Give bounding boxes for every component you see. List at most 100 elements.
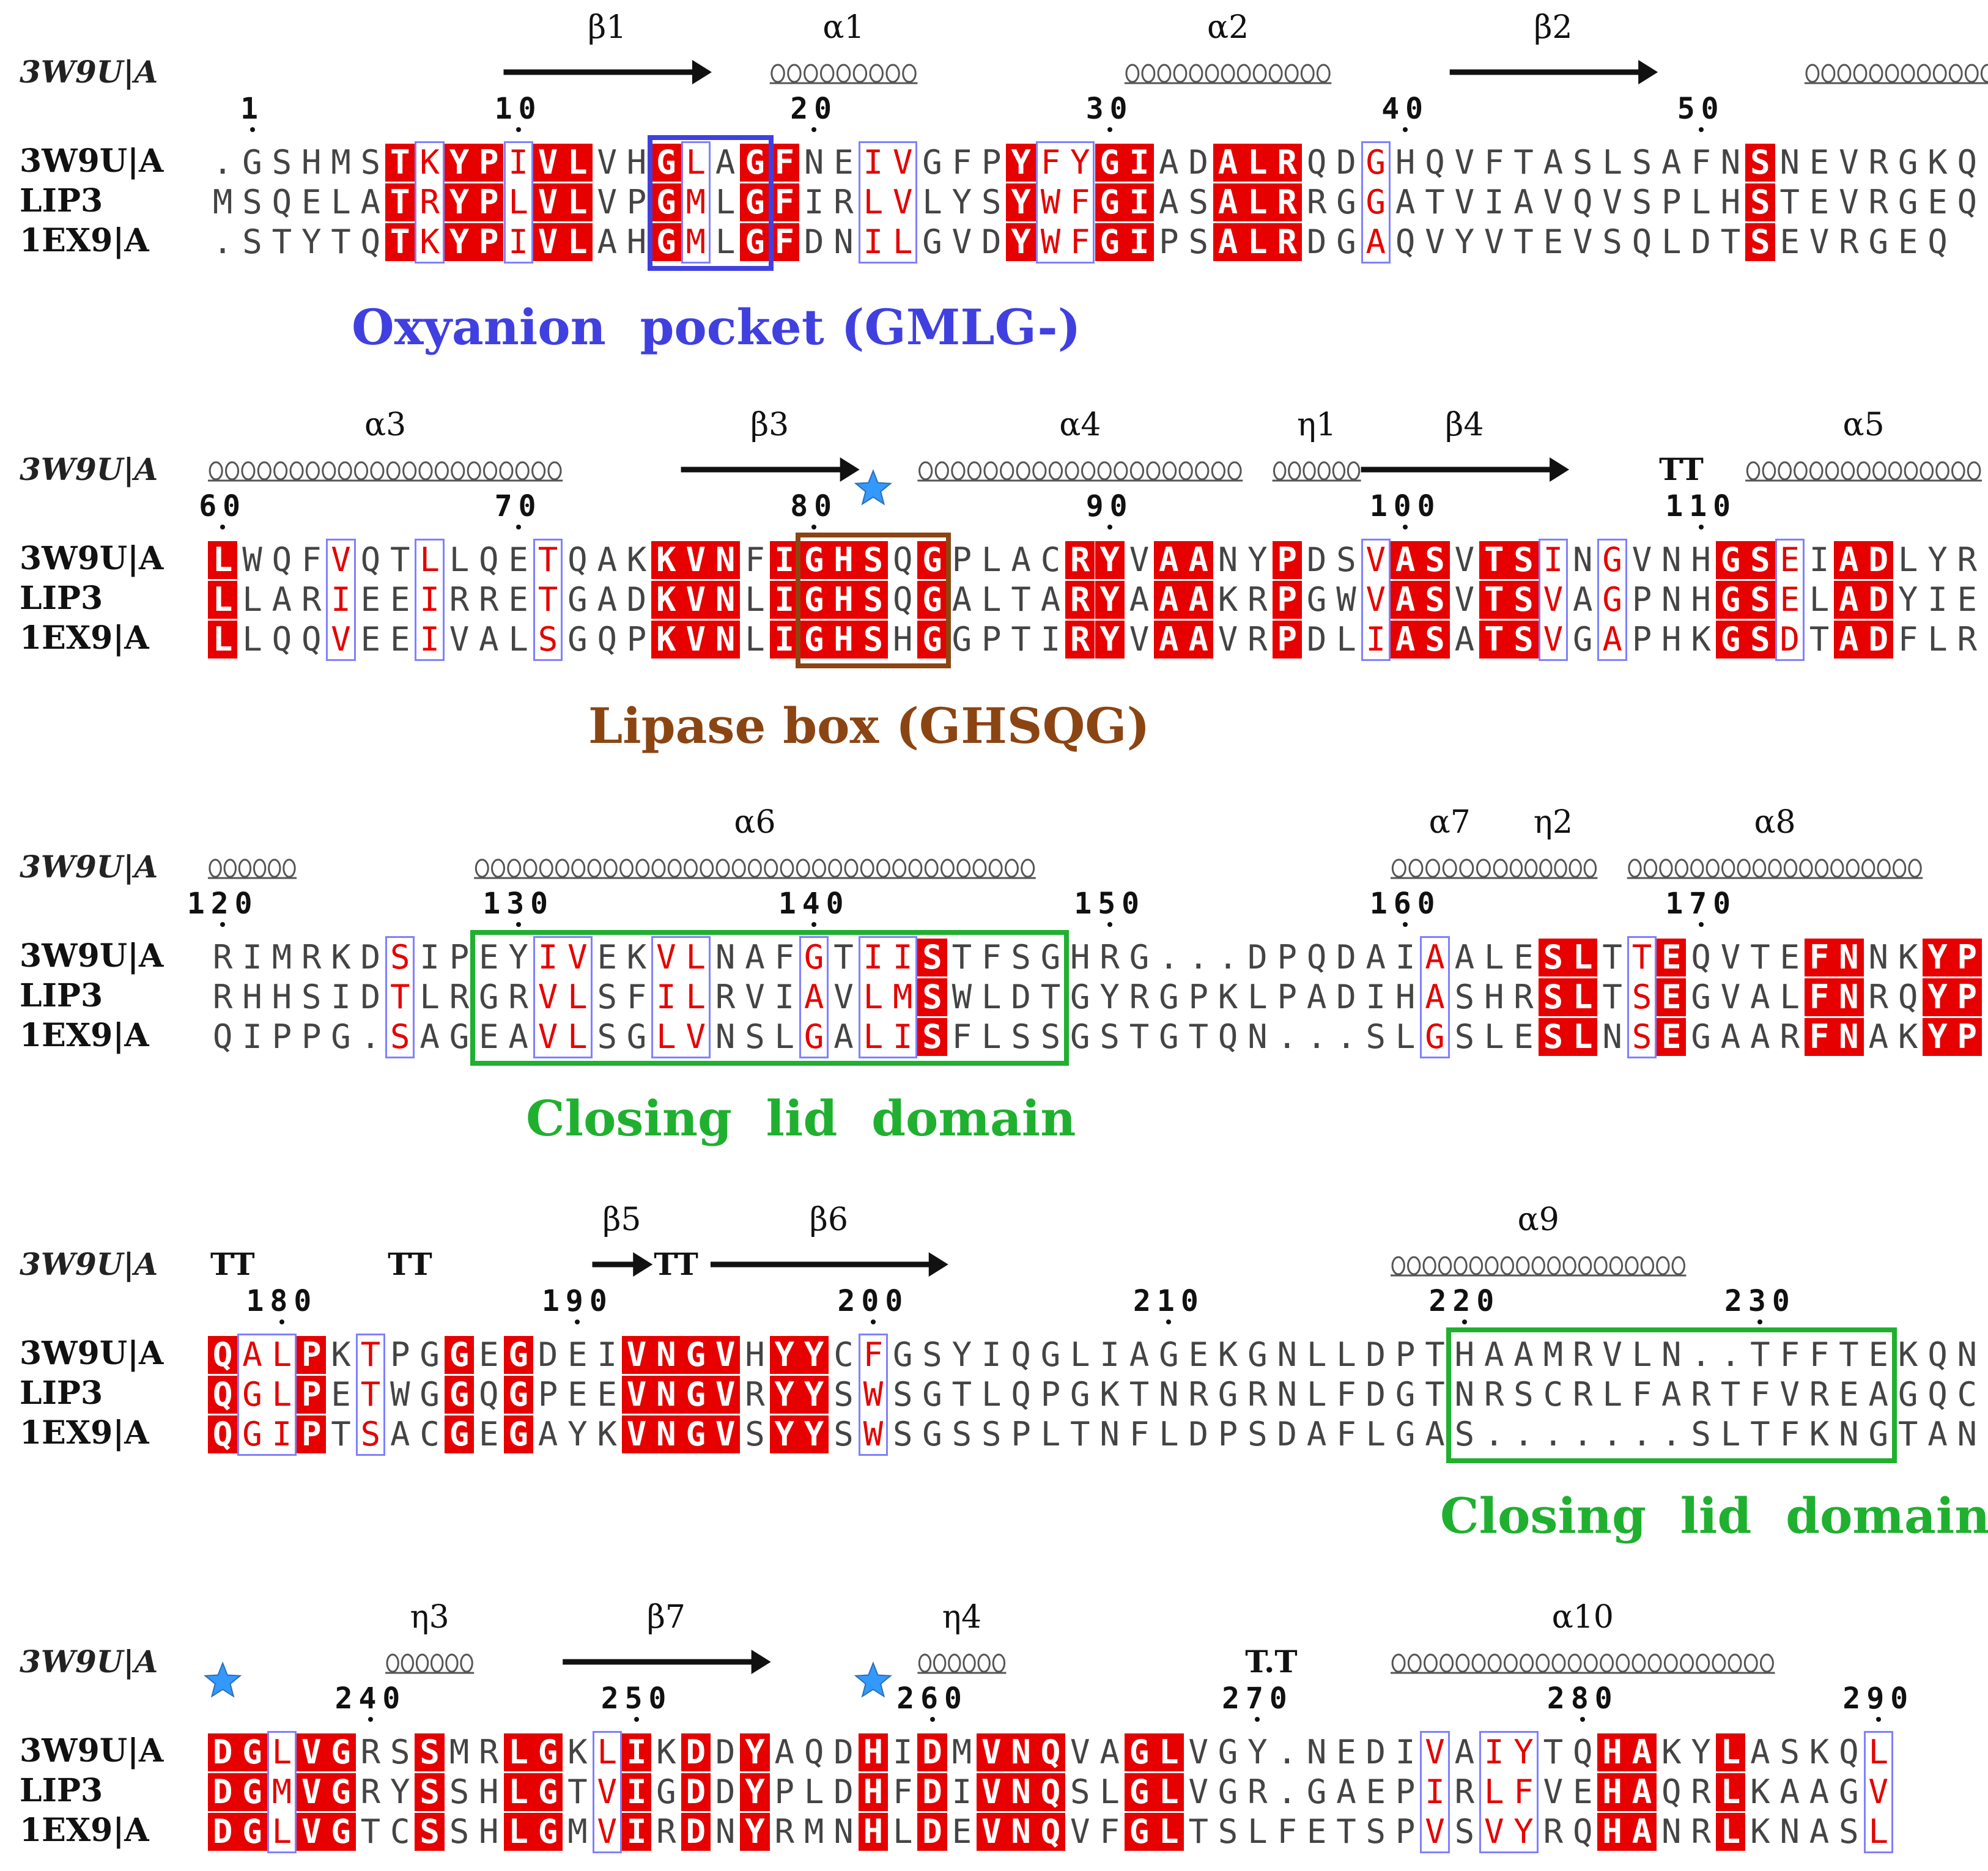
residue-cell: Q — [1691, 938, 1711, 976]
helix-coil — [956, 858, 971, 878]
residue-cell: A — [1425, 978, 1445, 1016]
residue-cell: . — [1661, 1415, 1682, 1453]
residue-cell: Y — [1691, 1733, 1711, 1771]
residue-cell: Q — [1035, 1733, 1066, 1771]
residue-cell: G — [651, 183, 681, 221]
residue-cell: R — [419, 183, 440, 221]
residue-cell: L — [1568, 1018, 1598, 1056]
residue-cell: F — [1804, 939, 1835, 976]
residue-cell: L — [242, 580, 262, 619]
residue-cell: W — [863, 1415, 884, 1453]
helix-coil — [1503, 1653, 1518, 1673]
residue-cell: R — [212, 978, 233, 1016]
residue-cell: F — [1070, 223, 1090, 261]
residue-cell: P — [1272, 541, 1302, 579]
strand-arrow-head — [751, 1650, 771, 1674]
residue-cell: N — [1957, 1335, 1978, 1374]
residue-cell: I — [597, 1335, 617, 1374]
residue-cell: E — [1365, 1773, 1386, 1811]
residue-cell: V — [1188, 1773, 1208, 1811]
residue-cell: E — [1897, 223, 1918, 261]
helix-coil — [787, 64, 802, 83]
residue-cell: Y — [799, 1336, 829, 1374]
residue-cell: D — [1306, 620, 1327, 659]
sequence-name: 1EX9|A — [20, 619, 149, 657]
residue-cell: Y — [799, 1415, 829, 1453]
residue-cell: Q — [1573, 1812, 1593, 1851]
strand-arrow-head — [1638, 60, 1658, 84]
residue-cell: V — [297, 1773, 327, 1811]
residue-cell: H — [626, 143, 647, 182]
helix-coil — [1631, 1653, 1646, 1673]
residue-cell: V — [745, 978, 765, 1016]
residue-cell: H — [301, 143, 322, 182]
residue-cell: Q — [1395, 223, 1416, 261]
residue-cell: G — [1124, 1733, 1155, 1771]
ss-element-label: β2 — [1534, 9, 1573, 46]
residue-cell: L — [419, 541, 440, 579]
residue-cell: R — [1691, 1375, 1711, 1414]
residue-cell: S — [1336, 541, 1356, 579]
helix-coil — [1391, 1256, 1405, 1275]
residue-cell: S — [449, 1773, 470, 1811]
residue-cell: D — [1247, 938, 1268, 976]
residue-cell: A — [1868, 1375, 1889, 1414]
helix-coil — [869, 64, 884, 83]
residue-cell: R — [301, 938, 322, 976]
residue-cell: P — [1277, 938, 1298, 976]
similarity-box — [799, 936, 829, 1058]
residue-cell: G — [892, 1335, 913, 1374]
residue-cell: G — [1715, 621, 1746, 659]
helix-coil — [1696, 1653, 1710, 1673]
residue-cell: D — [360, 978, 381, 1016]
residue-cell: V — [1573, 223, 1593, 261]
residue-cell: E — [1657, 939, 1687, 976]
residue-cell: L — [1243, 183, 1273, 221]
helix-coil — [700, 858, 714, 878]
residue-cell: A — [1779, 1773, 1800, 1811]
residue-cell: I — [1543, 541, 1564, 579]
ss-element-label: β7 — [646, 1599, 685, 1636]
residue-cell: K — [1218, 580, 1238, 619]
residue-cell: H — [479, 1812, 499, 1851]
helix-coil — [1407, 1256, 1421, 1275]
residue-cell: L — [503, 1773, 533, 1811]
residue-cell: K — [1750, 1812, 1770, 1851]
residue-cell: P — [272, 1017, 292, 1056]
residue-cell: T — [272, 223, 292, 261]
residue-cell: V — [597, 183, 617, 221]
residue-cell: F — [1129, 1415, 1150, 1453]
residue-cell: . — [1720, 1335, 1741, 1374]
helix-coil — [1065, 461, 1079, 481]
residue-cell: G — [1159, 1017, 1179, 1056]
helix-coil — [1454, 1256, 1468, 1275]
residue-cell: L — [272, 1375, 292, 1414]
residue-cell: P — [981, 620, 1002, 659]
residue-cell: D — [1277, 1415, 1298, 1453]
residue-cell: H — [1720, 183, 1741, 221]
residue-cell: K — [626, 541, 647, 579]
helix-coil — [715, 858, 730, 878]
helix-coil — [1908, 858, 1922, 878]
residue-cell: L — [563, 183, 593, 221]
residue-cell: S — [597, 978, 617, 1016]
residue-cell: Y — [769, 1336, 799, 1374]
helix-coil — [1551, 1653, 1566, 1673]
residue-cell: G — [1040, 1335, 1061, 1374]
residue-cell: T — [390, 978, 410, 1016]
ss-element-label: α8 — [1754, 804, 1796, 841]
residue-cell: K — [651, 581, 681, 619]
sequence-name: 1EX9|A — [20, 1812, 149, 1849]
residue-cell: L — [272, 1812, 292, 1851]
residue-cell: N — [833, 223, 854, 261]
helix-coil — [804, 64, 818, 83]
residue-cell: T — [1720, 223, 1741, 261]
helix-coil — [1562, 1256, 1576, 1275]
residue-cell: D — [917, 1773, 947, 1811]
helix-coil — [571, 858, 586, 878]
residue-cell: L — [1336, 620, 1356, 659]
closing-lid-label-2: Closing lid domain — [1440, 1487, 1988, 1544]
helix-coil — [491, 858, 505, 878]
residue-cell: P — [1952, 978, 1982, 1016]
residue-cell: H — [1691, 580, 1711, 619]
